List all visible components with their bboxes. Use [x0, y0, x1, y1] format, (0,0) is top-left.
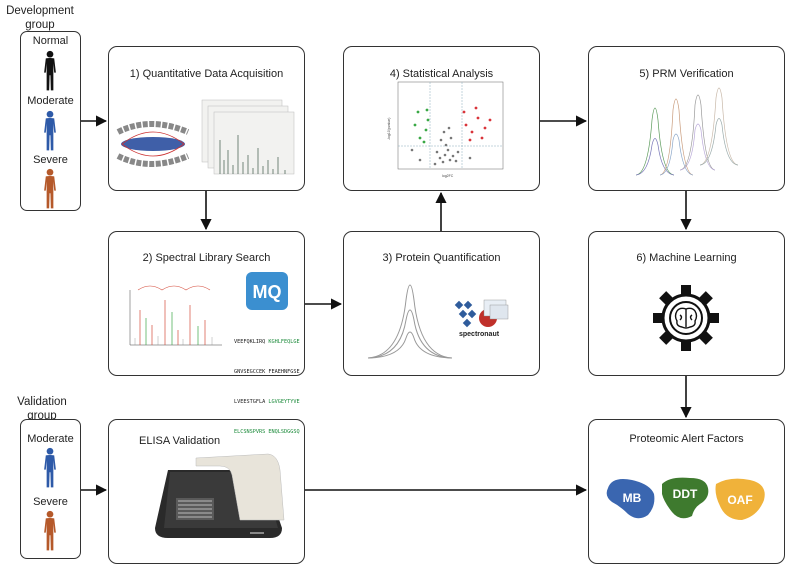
peptide-sequence-list: VEEFQKLIRQ KGHLFEQLGE GNVSEGCCEK FEAEHNF… [234, 317, 300, 447]
annotated-spectrum-icon [129, 285, 222, 346]
step-box-statistics: 4) Statistical Analysis [343, 46, 540, 191]
step-box-quantification: 3) Protein Quantification [343, 231, 540, 376]
alert-factor-label-oaf: OAF [727, 493, 752, 507]
development-group-label: Development group [6, 5, 74, 31]
step-title-quantification: 3) Protein Quantification [382, 252, 501, 264]
alert-factor-label-ddt: DDT [673, 487, 698, 501]
step-box-prm: 5) PRM Verification [588, 46, 785, 191]
flow-arrows [81, 115, 692, 496]
person-icon-moderate [44, 447, 56, 488]
alert-factor-mb: MB [606, 479, 655, 519]
peptide-row: GNVSEGCCEK FEAEHNFGSE [234, 369, 300, 375]
spectronaut-logo-icon [454, 299, 509, 328]
maxquant-logo-icon: MQ [246, 272, 288, 310]
volcano-ylabel: -log10(pvalue) [387, 118, 391, 140]
person-label-severe: Severe [33, 496, 68, 508]
step-title-prm: 5) PRM Verification [639, 68, 734, 80]
person-icon-severe [44, 510, 56, 551]
step-title-library: 2) Spectral Library Search [142, 252, 271, 264]
step-title-alert: Proteomic Alert Factors [629, 433, 744, 445]
validation-group-box: Moderate Severe [20, 419, 81, 559]
step-box-ml: 6) Machine Learning [588, 231, 785, 376]
volcano-plot-icon: -log10(pvalue) log2FC [387, 81, 504, 178]
step-title-ml: 6) Machine Learning [636, 252, 737, 264]
plate-reader-icon [155, 453, 285, 538]
maxquant-logo-text: MQ [253, 282, 282, 302]
volcano-xlabel: log2FC [442, 174, 454, 178]
alert-factor-oaf: OAF [715, 478, 765, 520]
prm-peaks-icon [635, 87, 739, 176]
spectronaut-label: spectronaut [459, 331, 500, 338]
step-title-acquisition: 1) Quantitative Data Acquisition [129, 68, 284, 80]
person-icon-normal [44, 50, 56, 91]
person-label-moderate: Moderate [27, 433, 74, 445]
person-icon-severe [44, 168, 56, 209]
step-title-elisa: ELISA Validation [139, 435, 221, 447]
peptide-row: LVEESTGFLA LGVGEYTYVE [234, 399, 300, 405]
spectra-stack-icon [201, 99, 295, 175]
peptide-row: VEEFQKLIRQ KGHLFEQLGE [234, 339, 300, 345]
person-label-severe: Severe [33, 154, 68, 166]
alert-factor-ddt: DDT [662, 477, 709, 519]
person-label-moderate: Moderate [27, 95, 74, 107]
mass-spec-icon [116, 121, 190, 167]
quant-peaks-icon [367, 284, 453, 359]
step-title-statistics: 4) Statistical Analysis [389, 68, 494, 80]
peptide-row: ELCSNSPVRS ENQLSDGGSQ [234, 429, 300, 435]
person-label-normal: Normal [32, 35, 69, 47]
person-icon-moderate [44, 110, 56, 151]
alert-factor-label-mb: MB [623, 491, 642, 505]
brain-icon [674, 307, 698, 329]
